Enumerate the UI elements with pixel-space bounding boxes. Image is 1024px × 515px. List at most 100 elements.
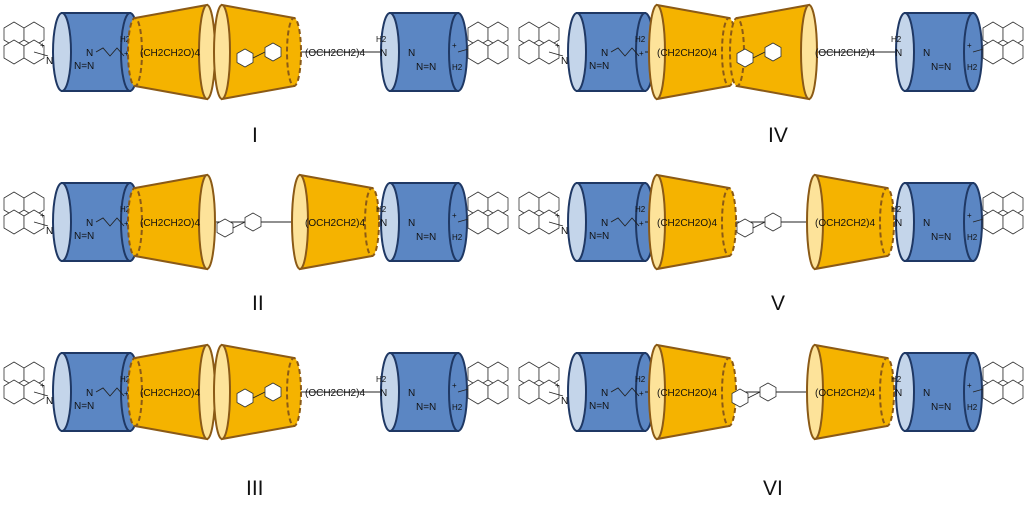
peg-segment-right: (OCH2CH2)4 — [305, 218, 365, 229]
plus-left-inner: + — [124, 49, 129, 58]
ammonium-n-right: N — [895, 218, 902, 229]
ammonium-charge-left: + — [40, 41, 45, 50]
macrocycle-ring-2 — [213, 4, 302, 100]
triazole-nn-right: N=N — [416, 62, 436, 73]
cyclodextrin-right — [895, 352, 983, 432]
ammonium-charge-left: + — [40, 381, 45, 390]
h2-left: H2 — [120, 35, 131, 44]
ammonium-charge-right: + — [967, 41, 972, 50]
structure-numeral: IV — [768, 124, 788, 147]
ammonium-charge-right: + — [452, 381, 457, 390]
anthracene-stopper-right — [982, 21, 1024, 65]
anthracene-stopper-right — [467, 191, 509, 235]
ammonium-charge-left: + — [40, 211, 45, 220]
structure-numeral: II — [252, 292, 264, 315]
triazole-nn-left: N=N — [589, 401, 609, 412]
triazole-nn-left: N=N — [589, 231, 609, 242]
h2-right-outer: H2 — [967, 403, 978, 412]
triazole-nn-left: N=N — [74, 61, 94, 72]
triazole-nn-right: N=N — [416, 402, 436, 413]
bond — [33, 51, 49, 57]
h2-left: H2 — [120, 205, 131, 214]
alkyl-chain — [610, 217, 640, 227]
anthracene-stopper-left — [3, 191, 45, 235]
ammonium-n-right: N — [895, 48, 902, 59]
peg-segment-right: (OCH2CH2)4 — [305, 48, 365, 59]
peg-segment-left: (CH2CH2O)4 — [140, 48, 200, 59]
ammonium-n-right: N — [380, 48, 387, 59]
h2-left: H2 — [635, 205, 646, 214]
ammonium-charge-left: + — [555, 381, 560, 390]
ammonium-n-left: N — [561, 56, 568, 67]
peg-segment-left: (CH2CH2O)4 — [140, 218, 200, 229]
peg-segment-right: (OCH2CH2)4 — [815, 218, 875, 229]
biphenyl-core — [731, 382, 777, 408]
bond — [548, 221, 564, 227]
ammonium-charge-right: + — [967, 381, 972, 390]
peg-segment-right: (OCH2CH2)4 — [305, 388, 365, 399]
biphenyl-core — [216, 212, 262, 238]
h2-right-outer: H2 — [452, 403, 463, 412]
anthracene-stopper-left — [3, 21, 45, 65]
anthracene-stopper-right — [982, 361, 1024, 405]
plus-left-inner: + — [124, 389, 129, 398]
structure-numeral: III — [246, 477, 264, 500]
ammonium-n-right: N — [895, 388, 902, 399]
triazole-nn-left: N=N — [74, 231, 94, 242]
anthracene-stopper-left — [518, 361, 560, 405]
triazole-n-left: N — [86, 388, 93, 399]
bond — [548, 391, 564, 397]
ammonium-charge-right: + — [452, 211, 457, 220]
cyclodextrin-right — [380, 352, 468, 432]
h2-left: H2 — [120, 375, 131, 384]
peg-segment-right: (OCH2CH2)4 — [815, 48, 875, 59]
anthracene-stopper-right — [467, 21, 509, 65]
alkyl-chain — [95, 217, 125, 227]
h2-right: H2 — [891, 375, 902, 384]
triazole-n-left: N — [601, 218, 608, 229]
cyclodextrin-right — [380, 182, 468, 262]
h2-right-outer: H2 — [967, 63, 978, 72]
alkyl-chain — [610, 47, 640, 57]
cyclodextrin-right — [895, 182, 983, 262]
h2-left: H2 — [635, 35, 646, 44]
h2-right: H2 — [376, 205, 387, 214]
peg-segment-left: (CH2CH2O)4 — [657, 388, 717, 399]
triazole-nn-right: N=N — [931, 402, 951, 413]
peg-segment-right: (OCH2CH2)4 — [815, 388, 875, 399]
triazole-n-right: N — [923, 48, 930, 59]
anthracene-stopper-right — [982, 191, 1024, 235]
triazole-n-right: N — [408, 388, 415, 399]
h2-right-outer: H2 — [452, 233, 463, 242]
ammonium-charge-left: + — [555, 211, 560, 220]
h2-right-outer: H2 — [452, 63, 463, 72]
macrocycle-ring-2 — [213, 344, 302, 440]
h2-right: H2 — [376, 35, 387, 44]
h2-right: H2 — [376, 375, 387, 384]
ammonium-n-left: N — [46, 56, 53, 67]
plus-left-inner: + — [124, 219, 129, 228]
bond — [33, 391, 49, 397]
ammonium-n-right: N — [380, 218, 387, 229]
cyclodextrin-right — [895, 12, 983, 92]
h2-left: H2 — [635, 375, 646, 384]
alkyl-chain — [95, 47, 125, 57]
peg-segment-left: (CH2CH2O)4 — [657, 218, 717, 229]
triazole-n-right: N — [923, 218, 930, 229]
triazole-nn-right: N=N — [931, 62, 951, 73]
peg-segment-left: (CH2CH2O)4 — [140, 388, 200, 399]
ammonium-n-left: N — [561, 226, 568, 237]
alkyl-chain — [95, 387, 125, 397]
triazole-n-left: N — [601, 388, 608, 399]
h2-right: H2 — [891, 35, 902, 44]
anthracene-stopper-left — [518, 21, 560, 65]
biphenyl-core — [736, 212, 782, 238]
triazole-nn-left: N=N — [74, 401, 94, 412]
